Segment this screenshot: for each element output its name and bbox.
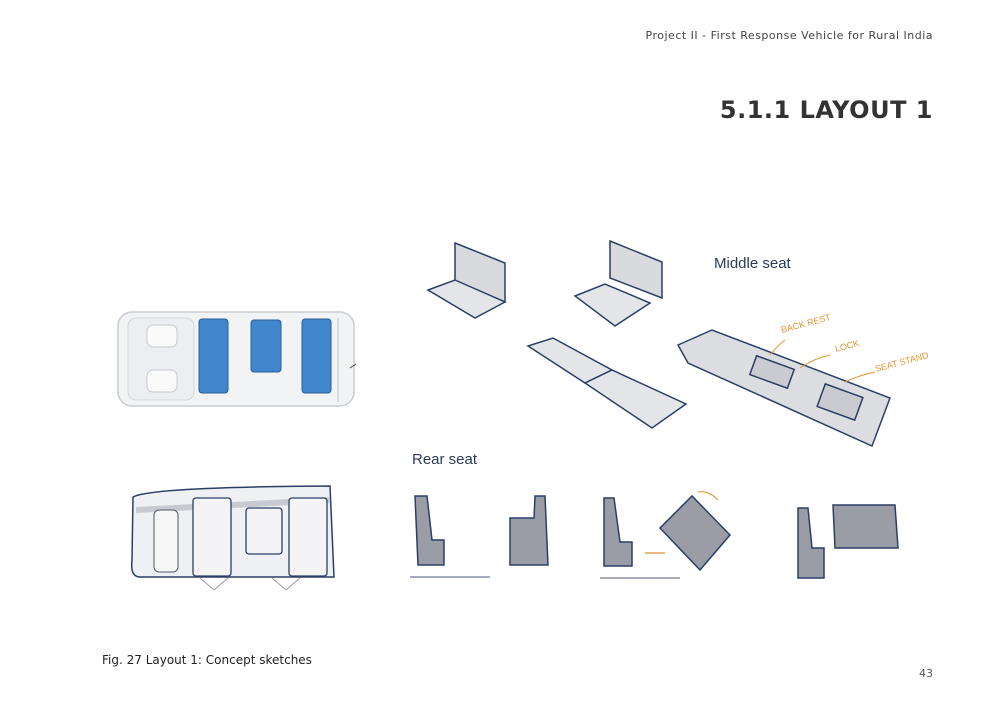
vehicle-cutaway-view — [130, 485, 335, 591]
rear-seat-label: Rear seat — [412, 451, 478, 468]
lock-annotation: LOCK — [834, 338, 860, 354]
vehicle-top-view — [117, 311, 357, 407]
back-rest-annotation: BACK REST — [780, 312, 832, 335]
section-title: 5.1.1 LAYOUT 1 — [719, 96, 933, 124]
figure-caption: Fig. 27 Layout 1: Concept sketches — [102, 653, 312, 667]
page-header: Project II - First Response Vehicle for … — [645, 29, 933, 42]
page-number: 43 — [919, 667, 933, 680]
middle-seat-sketches — [426, 239, 891, 448]
rear-seat-sketches — [410, 494, 899, 579]
annotation-lines — [769, 339, 876, 383]
fold-arrow — [697, 491, 719, 501]
middle-seat-label: Middle seat — [714, 255, 791, 272]
seat-stand-annotation: SEAT STAND — [874, 350, 930, 374]
